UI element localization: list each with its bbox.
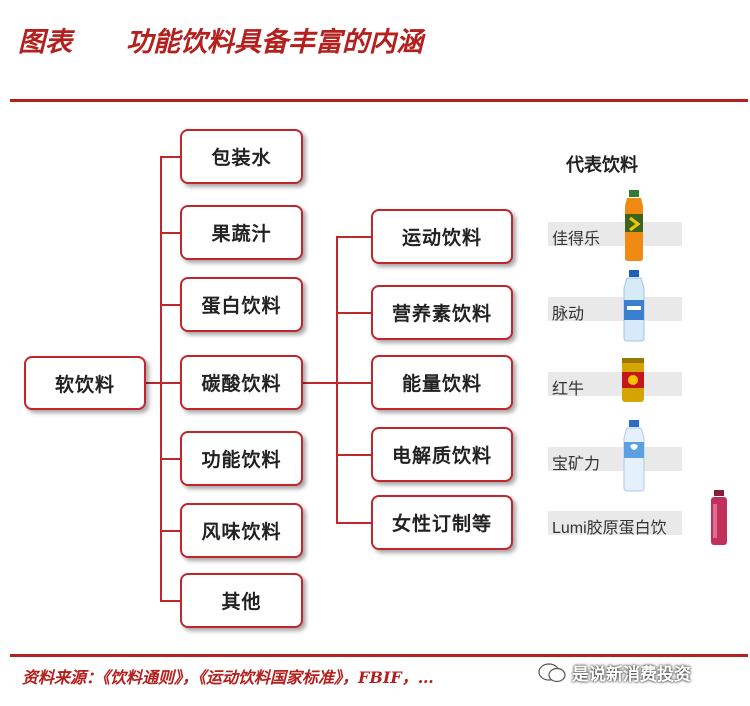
subcategory-node: 营养素饮料 xyxy=(371,285,513,340)
rep-bar xyxy=(548,447,682,471)
connector-to-cat-7 xyxy=(160,600,181,602)
connector-to-cat-2 xyxy=(160,232,181,234)
root-node: 软饮料 xyxy=(24,356,146,410)
category-node: 包装水 xyxy=(180,129,303,184)
energy-can-icon xyxy=(622,358,644,402)
connector-to-cat-3 xyxy=(160,304,181,306)
connector-to-cat-6 xyxy=(160,530,181,532)
figure-label: 图表 xyxy=(18,27,72,58)
connector-to-sub-2 xyxy=(336,312,372,314)
subcategory-node: 能量饮料 xyxy=(371,355,513,410)
category-node: 风味饮料 xyxy=(180,503,303,558)
rep-label: 红牛 xyxy=(552,381,585,398)
chat-bubble-icon xyxy=(538,663,566,683)
water-bottle-icon xyxy=(623,420,645,492)
connector-to-sub-5 xyxy=(336,522,372,524)
connector-cat-to-trunk xyxy=(303,382,338,384)
subcategory-node: 运动饮料 xyxy=(371,209,513,264)
category-node: 功能饮料 xyxy=(180,431,303,486)
subcategory-node: 女性订制等 xyxy=(371,495,513,550)
connector-to-cat-1 xyxy=(160,156,181,158)
category-node: 其他 xyxy=(180,573,303,628)
watermark: 是说新消费投资 xyxy=(572,665,691,685)
source-tail: … xyxy=(417,668,434,687)
rep-bar xyxy=(548,511,682,535)
rep-label: 佳得乐 xyxy=(552,231,601,248)
connector-trunk-right xyxy=(336,236,338,524)
rep-bar xyxy=(548,222,682,246)
connector-to-cat-5 xyxy=(160,458,181,460)
rep-label: 宝矿力 xyxy=(552,456,601,473)
rep-bar xyxy=(548,372,682,396)
representatives-header: 代表饮料 xyxy=(566,155,638,176)
connector-to-sub-1 xyxy=(336,236,372,238)
subcategory-node: 电解质饮料 xyxy=(371,427,513,482)
rep-label: Lumi胶原蛋白饮 xyxy=(552,520,667,537)
orange-sports-bottle-icon xyxy=(625,190,643,261)
category-node: 果蔬汁 xyxy=(180,205,303,260)
source-text: 资料来源：《饮料通则》，《运动饮料国家标准》，FBIF， xyxy=(22,668,418,687)
rep-bar xyxy=(548,297,682,321)
rep-label: 脉动 xyxy=(552,306,585,323)
bottom-rule xyxy=(10,654,748,657)
connector-root-to-trunk xyxy=(146,382,162,384)
connector-to-sub-3 xyxy=(336,382,372,384)
category-node: 蛋白饮料 xyxy=(180,277,303,332)
top-rule xyxy=(10,99,748,102)
connector-trunk-left xyxy=(160,156,162,602)
small-pink-bottle-icon xyxy=(711,490,727,545)
category-node: 碳酸饮料 xyxy=(180,355,303,410)
connector-to-cat-4 xyxy=(160,382,181,384)
connector-to-sub-4 xyxy=(336,454,372,456)
source-note: 资料来源：《饮料通则》，《运动饮料国家标准》，FBIF，… xyxy=(22,664,434,688)
water-bottle-icon xyxy=(623,270,645,342)
figure-title: 功能饮料具备丰富的内涵 xyxy=(126,27,423,58)
